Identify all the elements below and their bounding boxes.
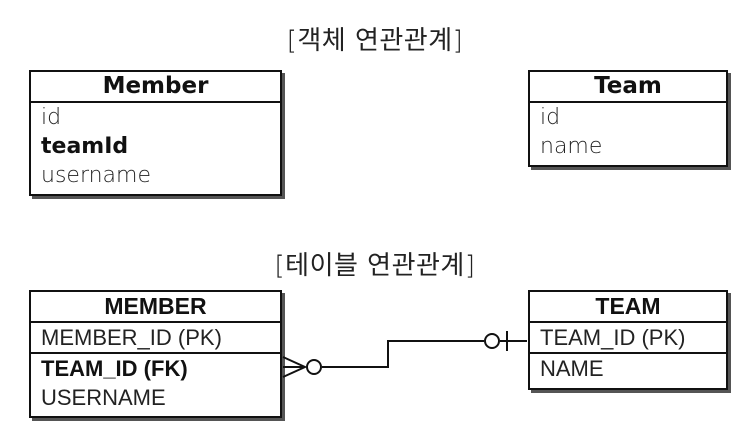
optional-circle-member [306,359,322,375]
member-field-username: username [41,163,151,188]
member-table-box: MEMBER MEMBER_ID (PK) TEAM_ID (FK) USERN… [29,290,282,418]
member-field-teamid: teamId [41,134,129,159]
member-col-username: USERNAME [41,385,166,410]
member-object-name: Member [31,72,280,103]
team-field-name: name [540,134,603,159]
team-col-name: NAME [540,356,604,381]
team-field-id: id [540,105,561,130]
member-object-box: Member id teamId username [29,70,282,196]
object-relation-title: [객체 연관관계] [286,26,464,56]
member-field-id: id [41,105,62,130]
member-col-team-id: TEAM_ID (FK) [41,356,188,381]
relationship-line [322,340,484,368]
member-table-name: MEMBER [31,292,280,323]
table-relation-title: [테이블 연관관계] [274,251,476,281]
member-col-member-id: MEMBER_ID (PK) [31,323,280,354]
optional-circle-team [484,333,500,349]
team-col-team-id: TEAM_ID (PK) [530,323,726,354]
team-table-box: TEAM TEAM_ID (PK) NAME [528,290,728,390]
team-object-box: Team id name [528,70,728,167]
team-table-name: TEAM [530,292,726,323]
team-object-name: Team [530,72,726,103]
